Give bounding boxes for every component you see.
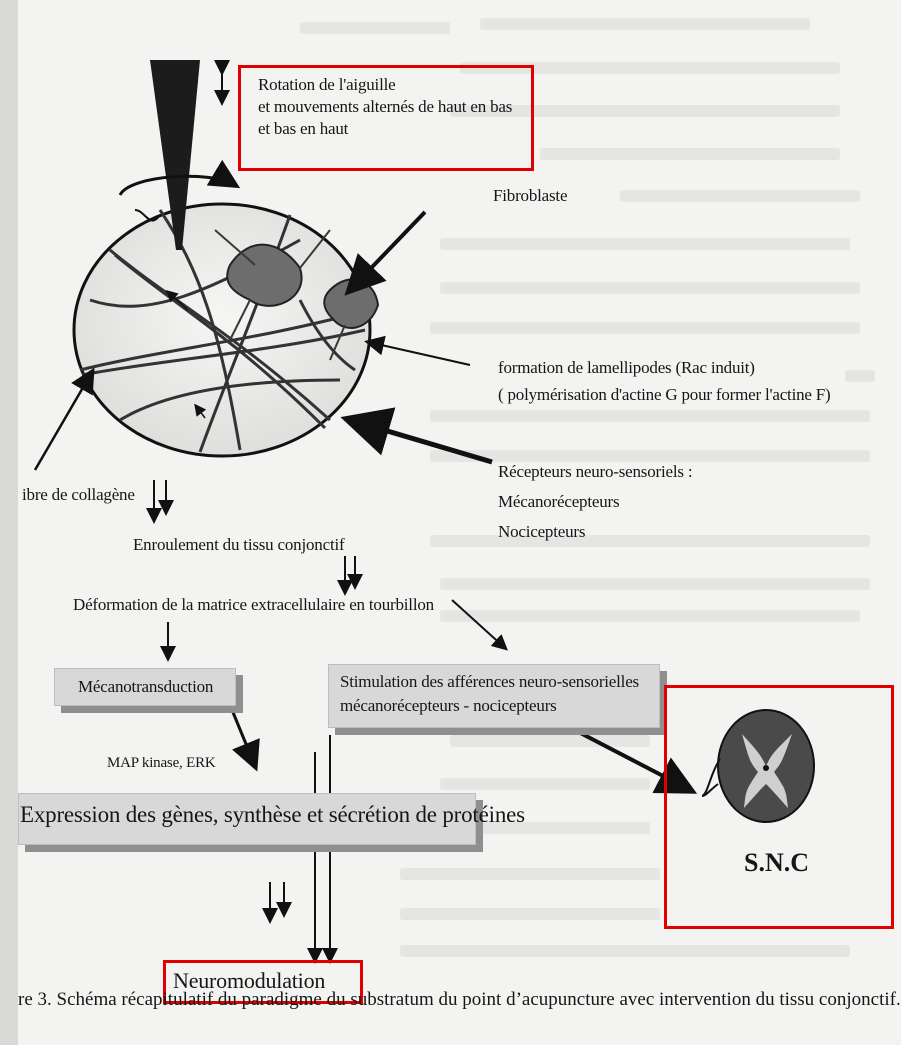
recepteurs-arrow xyxy=(350,420,492,462)
mecanotransduction-label: Mécanotransduction xyxy=(78,676,213,698)
expression-label: Expression des gènes, synthèse et sécrét… xyxy=(20,800,525,830)
connective-tissue-circle xyxy=(74,204,370,456)
recepteurs-callout: Récepteurs neuro-sensoriels : Mécanoréce… xyxy=(498,457,692,547)
enroulement-label: Enroulement du tissu conjonctif xyxy=(133,534,344,556)
lamellipodes-callout: formation de lamellipodes (Rac induit) (… xyxy=(498,354,831,408)
map-kinase-label: MAP kinase, ERK xyxy=(107,752,216,774)
fibroblaste-arrow xyxy=(350,212,425,290)
stimulation-label: Stimulation des afférences neuro-sensori… xyxy=(340,670,639,718)
collagene-callout: ibre de collagène xyxy=(22,484,135,506)
snc-highlight xyxy=(664,685,894,929)
fibroblaste-callout: Fibroblaste xyxy=(493,185,567,207)
lamellipodes-arrow xyxy=(368,342,470,365)
snc-label: S.N.C xyxy=(744,848,809,878)
deformation-label: Déformation de la matrice extracellulair… xyxy=(73,594,434,616)
rotation-callout: Rotation de l'aiguille et mouvements alt… xyxy=(258,74,512,140)
collagene-arrow xyxy=(35,372,92,470)
figure-caption: re 3. Schéma récapitulatif du paradigme … xyxy=(18,989,901,1011)
